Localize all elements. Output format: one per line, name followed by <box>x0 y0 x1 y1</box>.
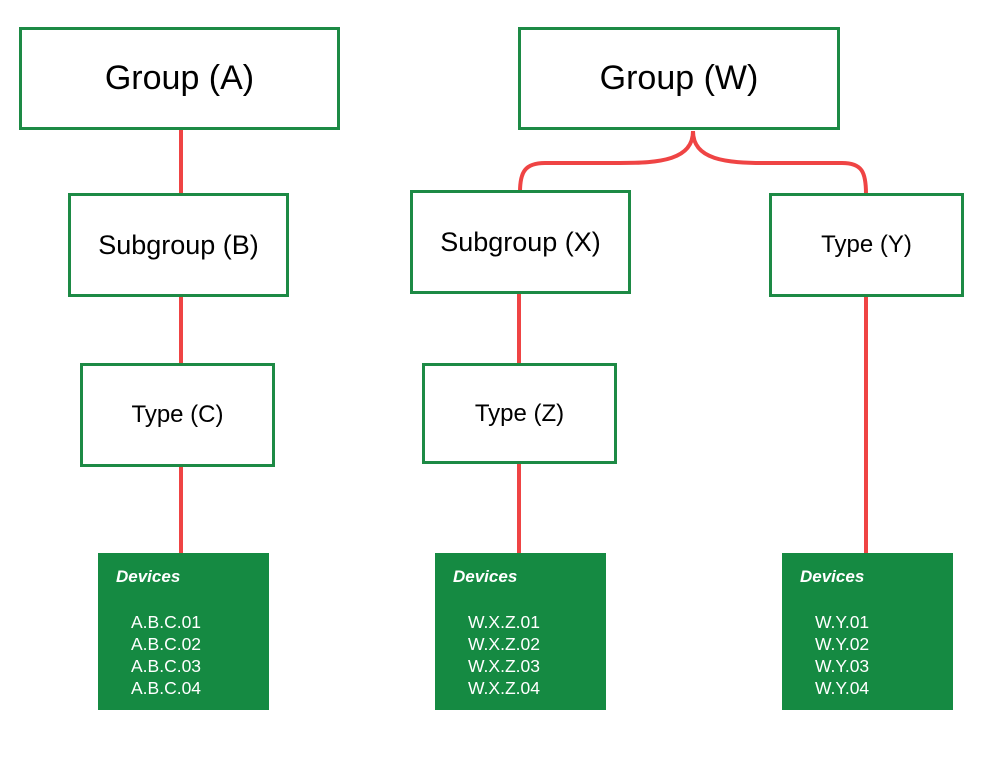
devices-list: W.X.Z.01 W.X.Z.02 W.X.Z.03 W.X.Z.04 <box>453 611 606 699</box>
node-type-c-label: Type (C) <box>131 401 224 428</box>
device-item: A.B.C.02 <box>131 634 202 654</box>
node-group-w: Group (W) <box>518 27 840 130</box>
node-group-w-label: Group (W) <box>599 59 759 97</box>
node-type-y: Type (Y) <box>769 193 964 297</box>
device-item: W.X.Z.03 <box>468 656 540 676</box>
device-item: A.B.C.04 <box>131 678 202 698</box>
device-item: W.X.Z.04 <box>468 678 540 698</box>
devices-title: Devices <box>800 567 865 586</box>
node-group-a: Group (A) <box>19 27 340 130</box>
node-group-a-label: Group (A) <box>104 59 255 97</box>
devices-title: Devices <box>116 567 181 586</box>
device-item: W.Y.01 <box>815 612 870 632</box>
node-subgroup-x: Subgroup (X) <box>410 190 631 294</box>
device-item: A.B.C.01 <box>131 612 202 632</box>
node-type-c: Type (C) <box>80 363 275 467</box>
devices-box-wy: Devices W.Y.01 W.Y.02 W.Y.03 W.Y.04 <box>782 553 953 710</box>
node-subgroup-b-label: Subgroup (B) <box>98 229 259 260</box>
node-type-z-label: Type (Z) <box>474 399 565 427</box>
device-item: W.X.Z.01 <box>468 612 540 632</box>
connector-group-w-to-type-y <box>691 130 868 195</box>
device-item: W.Y.04 <box>815 678 870 698</box>
devices-list: W.Y.01 W.Y.02 W.Y.03 W.Y.04 <box>800 611 953 699</box>
node-subgroup-b: Subgroup (B) <box>68 193 289 297</box>
connector-group-w-to-subgroup-x <box>518 130 695 193</box>
device-item: W.Y.03 <box>815 656 870 676</box>
device-item: W.X.Z.02 <box>468 634 540 654</box>
node-type-y-label: Type (Y) <box>821 231 912 258</box>
devices-box-wxz: Devices W.X.Z.01 W.X.Z.02 W.X.Z.03 W.X.Z… <box>435 553 606 710</box>
devices-box-abc: Devices A.B.C.01 A.B.C.02 A.B.C.03 A.B.C… <box>98 553 269 710</box>
node-subgroup-x-label: Subgroup (X) <box>440 226 601 257</box>
device-item: W.Y.02 <box>815 634 870 654</box>
devices-list: A.B.C.01 A.B.C.02 A.B.C.03 A.B.C.04 <box>116 611 269 699</box>
node-type-z: Type (Z) <box>422 363 617 464</box>
device-item: A.B.C.03 <box>131 656 202 676</box>
devices-title: Devices <box>453 567 518 586</box>
